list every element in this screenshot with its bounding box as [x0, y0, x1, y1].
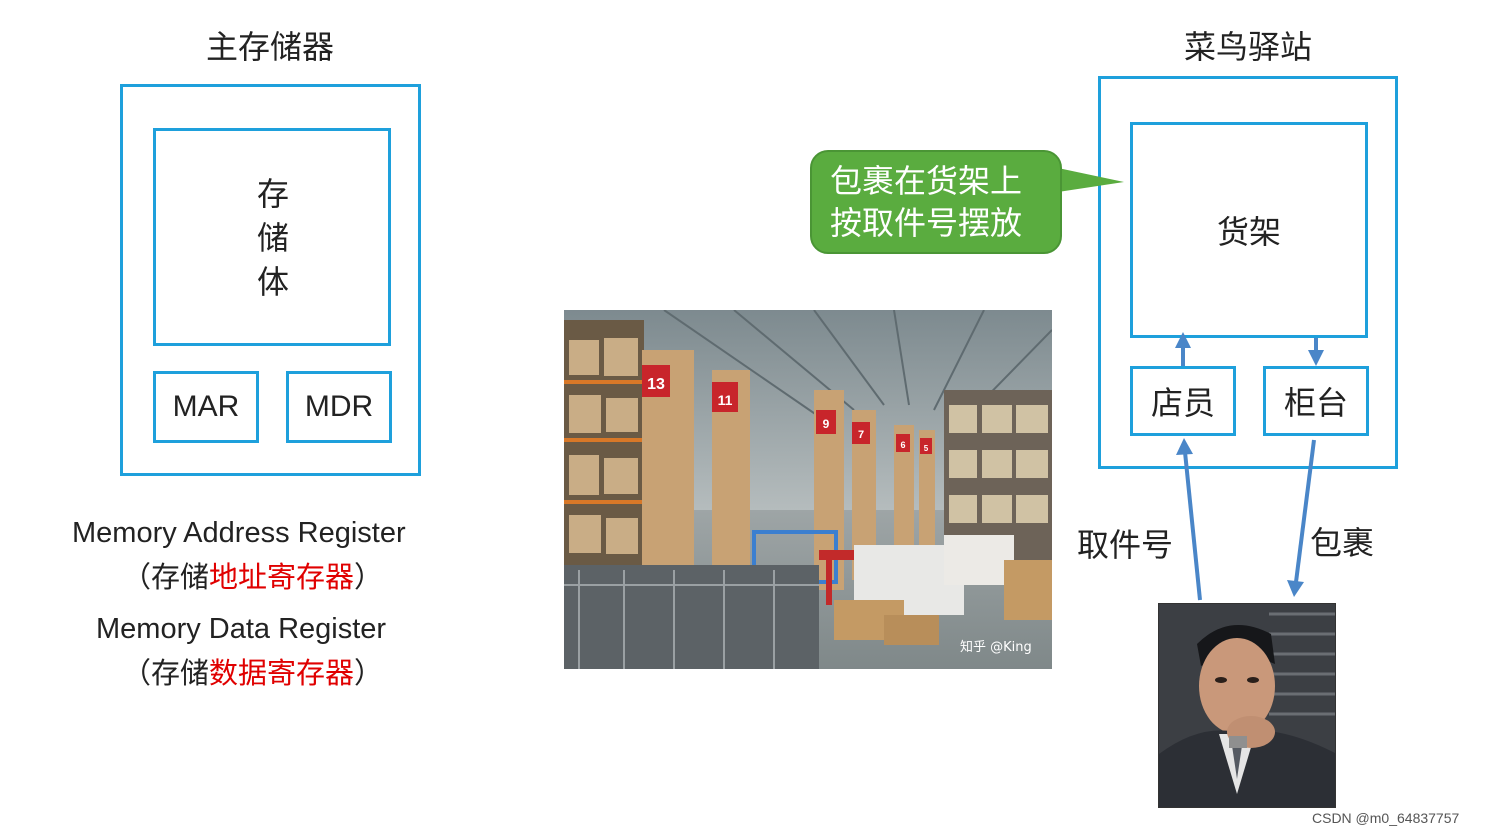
- mdr-label: MDR: [304, 390, 374, 423]
- station-box: [1098, 76, 1398, 469]
- package-label: 包裹: [1310, 524, 1375, 562]
- mar-chinese-name: （存储地址寄存器）: [122, 554, 383, 596]
- mar-box: [153, 371, 259, 443]
- shelf-number: 11: [718, 392, 733, 408]
- pickup-code-label: 取件号: [1077, 526, 1174, 564]
- shelf-number: 5: [924, 444, 929, 453]
- mar-full-name: Memory Address Register: [72, 517, 406, 549]
- mdr-full-name: Memory Data Register: [96, 613, 387, 645]
- callout-pointer: [1058, 168, 1124, 192]
- counter-box: [1263, 366, 1369, 436]
- mdr-chinese-name: （存储数据寄存器）: [122, 650, 383, 692]
- storage-body-char: 储: [256, 219, 289, 257]
- storage-body-box: [153, 128, 391, 346]
- photo-watermark: 知乎 @King: [960, 639, 1032, 655]
- mdr-cn-suffix: ）: [354, 658, 384, 690]
- mar-cn-highlight: 地址寄存器: [209, 562, 355, 594]
- storage-body-label: 存 储 体: [253, 172, 293, 304]
- main-memory-title: 主存储器: [205, 28, 334, 66]
- main-memory-box: [120, 84, 421, 476]
- customer-to-clerk-arrow: [1183, 451, 1202, 601]
- shelf-box: [1130, 122, 1368, 338]
- shelf-callout: 包裹在货架上 按取件号摆放: [810, 150, 1062, 254]
- callout-line: 包裹在货架上: [830, 162, 1023, 200]
- mdr-cn-prefix: （存储: [122, 658, 210, 690]
- shelf-number: 13: [647, 376, 665, 393]
- shelf-number: 9: [823, 417, 830, 431]
- mar-cn-prefix: （存储: [122, 562, 210, 594]
- shelf-label: 货架: [1216, 213, 1281, 251]
- shelf-number: 6: [900, 440, 905, 450]
- csdn-credit: CSDN @m0_64837757: [1312, 810, 1460, 826]
- mdr-cn-highlight: 数据寄存器: [209, 658, 355, 690]
- mar-label: MAR: [172, 390, 240, 423]
- station-title: 菜鸟驿站: [1183, 28, 1312, 66]
- clerk-box: [1130, 366, 1236, 436]
- counter-to-customer-arrow: [1294, 439, 1316, 583]
- warehouse-photo: 13 11 9 7 6 5 知乎 @King: [564, 310, 1052, 669]
- storage-body-char: 存: [256, 175, 289, 213]
- shelf-number: 7: [858, 429, 864, 441]
- mdr-box: [286, 371, 392, 443]
- clerk-label: 店员: [1150, 384, 1215, 422]
- customer-photo: [1158, 603, 1336, 808]
- counter-label: 柜台: [1283, 384, 1348, 422]
- mar-cn-suffix: ）: [354, 562, 384, 594]
- storage-body-char: 体: [256, 263, 289, 301]
- callout-line: 按取件号摆放: [830, 204, 1023, 242]
